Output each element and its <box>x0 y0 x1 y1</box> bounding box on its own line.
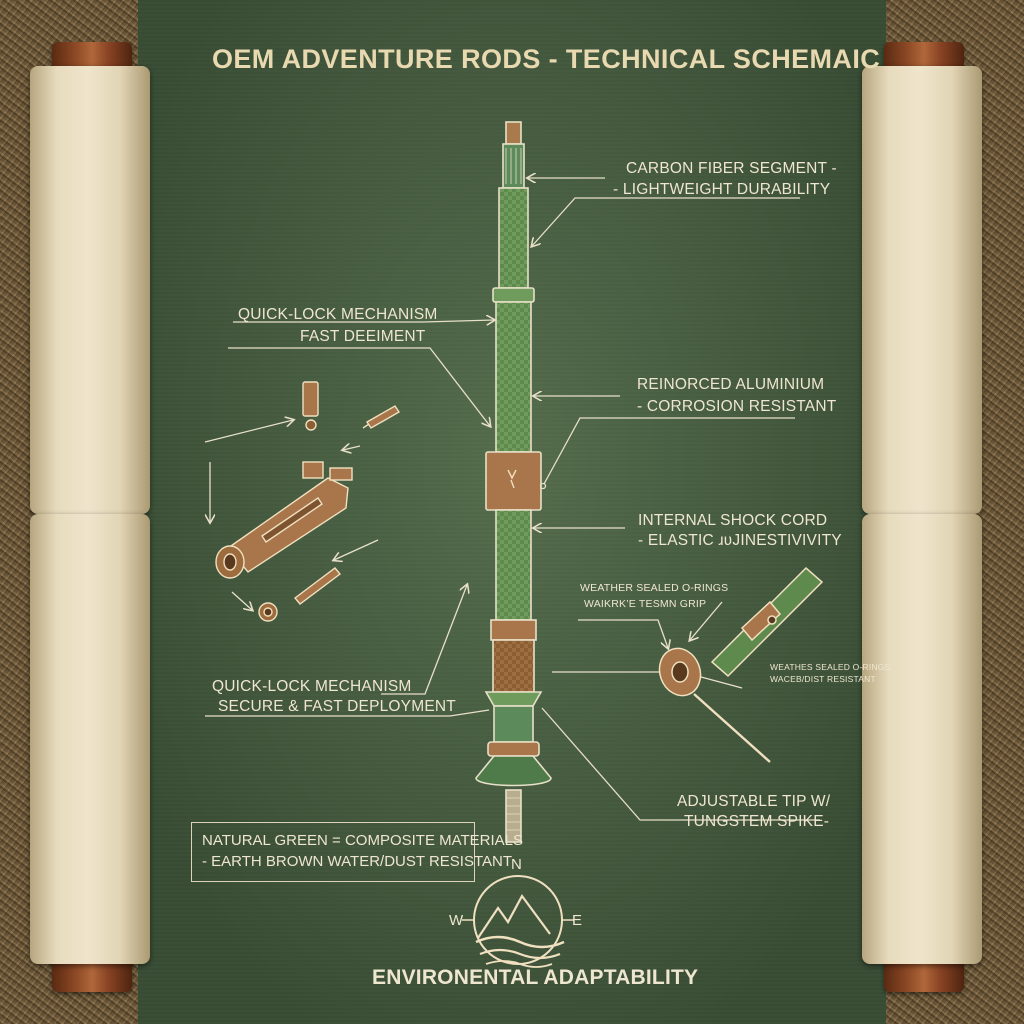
right-scroll-roll-lower <box>862 514 982 964</box>
rod-middle-shaft <box>495 509 532 621</box>
carbon-fiber-label: CARBON FIBER SEGMENT - <box>626 160 837 177</box>
rod-carbon-segment <box>498 187 529 289</box>
quicklock-top-sublabel: FAST DEEIMENT <box>300 328 426 345</box>
quicklock-top-label: QUICK-LOCK MECHANISM <box>238 306 438 323</box>
legend-box: NATURAL GREEN = COMPOSITE MATERIALS - EA… <box>191 822 523 882</box>
exploded-arrow-3 <box>231 591 252 610</box>
quicklock-bottom-sublabel: SECURE & FAST DEPLOYMENT <box>218 698 456 715</box>
exploded-arrow-4 <box>334 539 379 560</box>
exploded-lock-icon <box>215 381 400 622</box>
page-title: OEM ADVENTURE RODS - TECHNICAL SCHEMAIC <box>212 44 881 74</box>
footer-title: ENVIRONENTAL ADAPTABILITY <box>372 966 699 989</box>
aluminium-sublabel: - CORROSION RESISTANT <box>637 398 837 415</box>
rod-diagram <box>475 121 552 843</box>
left-scroll-roll-upper <box>30 66 150 514</box>
shock-cord-sublabel: - ELASTIC ɹʋJINESTIVIVITY <box>638 532 842 549</box>
oring-sublabel: WAIKRK’E TESMN GRIP <box>584 598 707 610</box>
rod-brown-band <box>490 619 537 641</box>
compass-icon <box>462 875 574 968</box>
rod-base-foot <box>475 755 552 787</box>
oring-small-sublabel: WACEB/DIST RESISTANT <box>770 674 876 684</box>
exploded-arrow-1 <box>204 420 293 443</box>
legend-line-green: NATURAL GREEN = COMPOSITE MATERIALS <box>202 832 524 849</box>
rod-brown-ring <box>487 741 540 757</box>
rod-top-cap <box>505 121 522 145</box>
oring-small-label: WEATHES SEALED O-RINGS <box>770 662 891 672</box>
left-scroll <box>30 0 150 1024</box>
tip-sublabel: TUNGSTEM SPIKE- <box>684 813 830 830</box>
carbon-fiber-sublabel: - LIGHTWEIGHT DURABILITY <box>613 181 831 198</box>
compass-north: N <box>511 856 523 873</box>
rod-lower-flare <box>484 691 543 707</box>
right-scroll <box>862 0 982 1024</box>
right-scroll-roll-upper <box>862 66 982 514</box>
mountain-icon <box>477 893 551 939</box>
rod-upper-shaft <box>495 301 532 453</box>
rod-lower-body <box>493 705 534 743</box>
rod-upper-joint <box>492 287 535 303</box>
tip-label: ADJUSTABLE TIP W/ <box>677 793 831 810</box>
aluminium-label: REINORCED ALUMINIUM <box>637 376 825 393</box>
compass-west: W <box>449 912 464 929</box>
rod-grip <box>492 639 535 693</box>
oring-label: WEATHER SEALED O-RINGS <box>580 582 729 594</box>
compass-east: E <box>572 912 583 929</box>
shock-cord-label: INTERNAL SHOCK CORD <box>638 512 828 529</box>
oring-detail-icon <box>658 566 824 763</box>
quicklock-bottom-label: QUICK-LOCK MECHANISM <box>212 678 412 695</box>
legend-line-brown: - EARTH BROWN WATER/DUST RESISTANT <box>202 853 513 870</box>
left-scroll-roll-lower <box>30 514 150 964</box>
exploded-arrow-5 <box>343 446 361 450</box>
rod-aluminium-collar <box>485 451 542 511</box>
rod-tungsten-spike <box>505 789 522 843</box>
